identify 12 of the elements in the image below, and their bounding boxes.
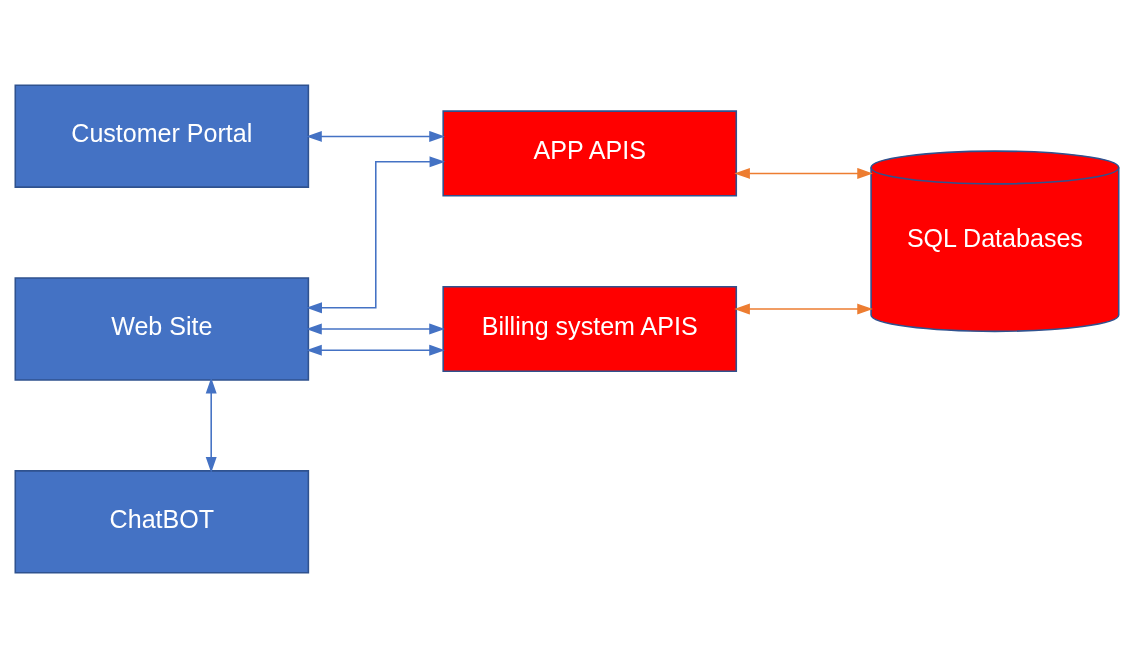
node-box: Billing system APIS [442, 285, 738, 373]
node-box: Web Site [14, 277, 310, 381]
arrow [734, 167, 873, 179]
node-box: Customer Portal [14, 84, 310, 188]
arrow [205, 377, 217, 473]
node-box: APP APIS [442, 110, 738, 197]
arrow [306, 131, 445, 142]
arrow [306, 344, 445, 356]
arrow [306, 156, 446, 314]
arrow [734, 303, 873, 315]
node-box: ChatBOT [14, 470, 310, 574]
arrow [306, 323, 445, 335]
